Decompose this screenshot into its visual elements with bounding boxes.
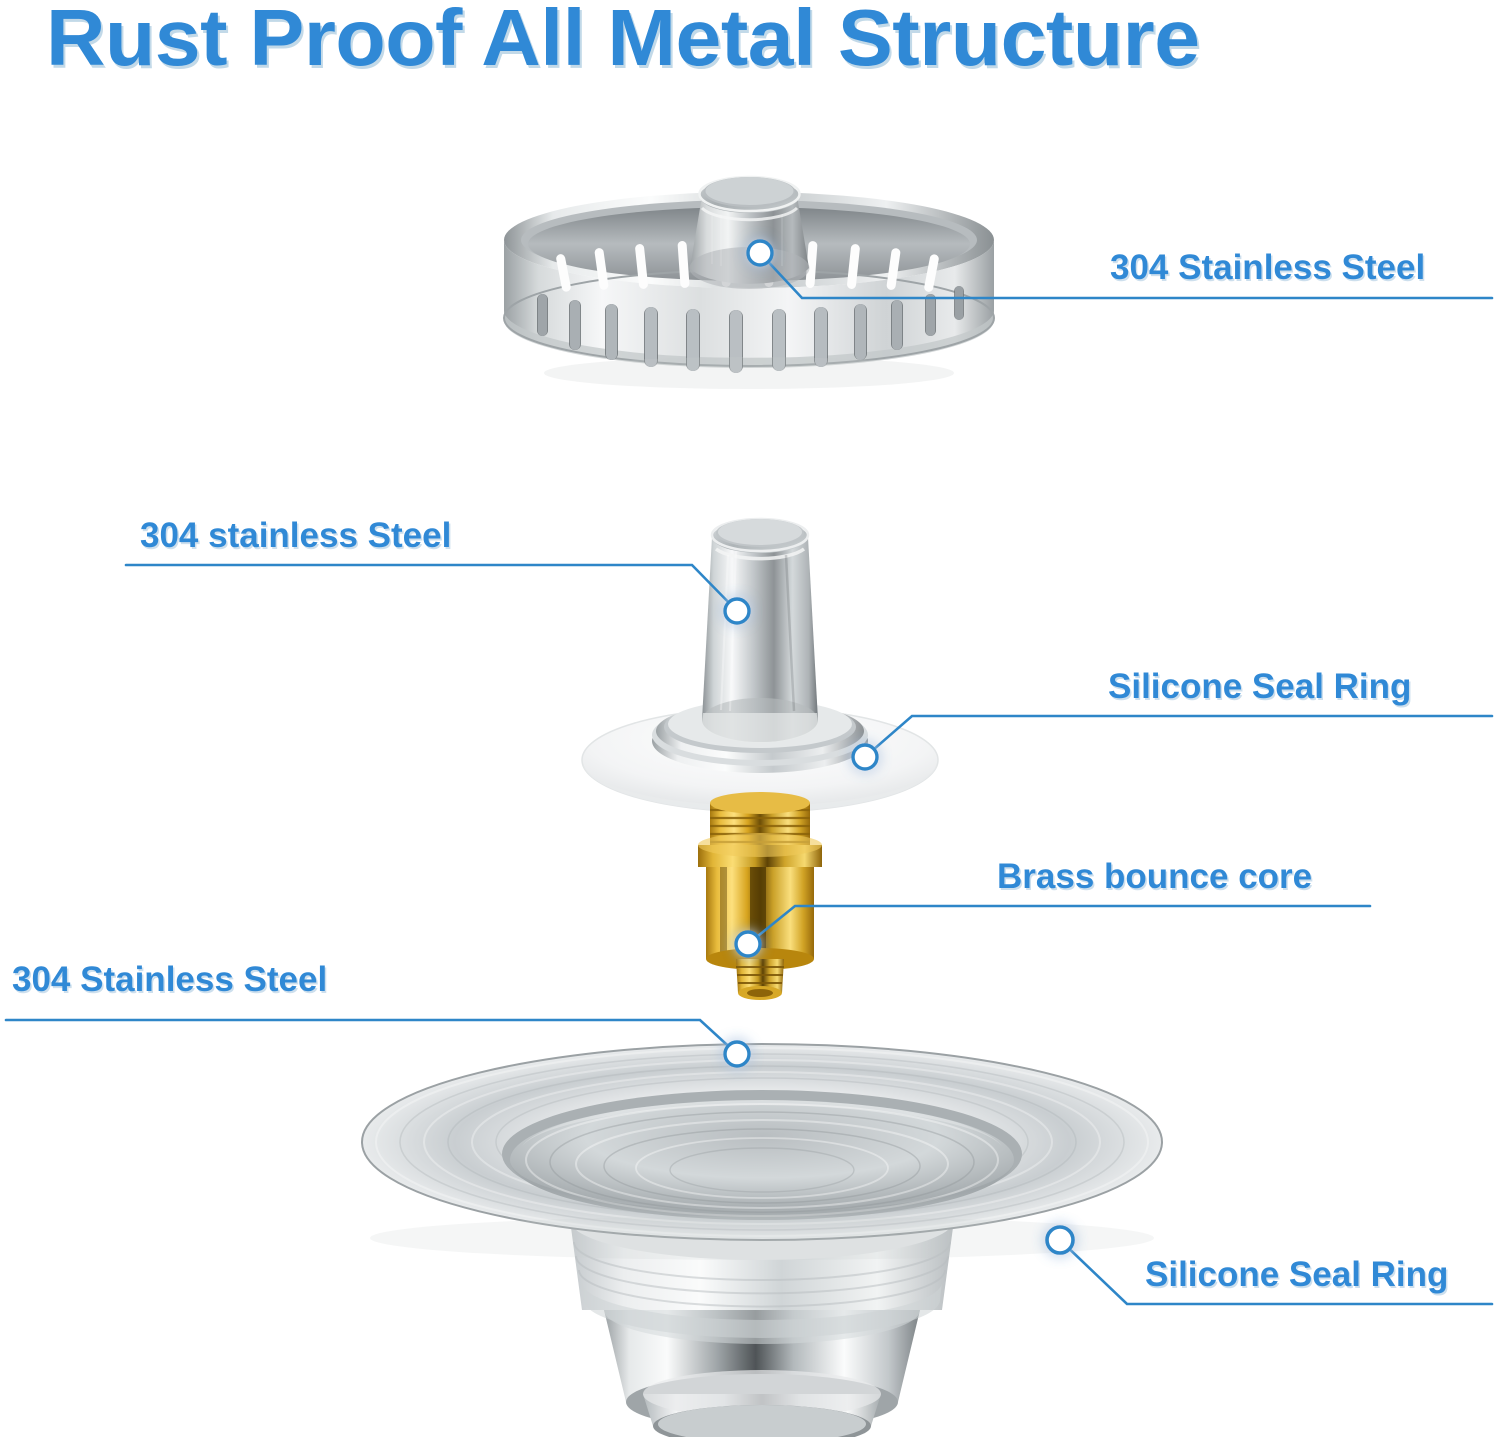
callout-label-brass-core: Brass bounce core xyxy=(997,857,1313,896)
drain-flange-illustration xyxy=(361,1043,1163,1437)
strainer-basket-illustration xyxy=(503,175,995,389)
callout-label-stopper-steel: 304 stainless Steel xyxy=(140,516,452,555)
callout-label-flange-steel: 304 Stainless Steel xyxy=(12,960,328,999)
page-title: Rust Proof All Metal Structure xyxy=(46,0,1200,82)
callout-label-stopper-silicone: Silicone Seal Ring xyxy=(1108,667,1412,706)
callout-label-basket-steel: 304 Stainless Steel xyxy=(1110,248,1426,287)
stopper-assembly-illustration xyxy=(581,517,939,1000)
callout-label-drain-silicone: Silicone Seal Ring xyxy=(1145,1255,1449,1294)
